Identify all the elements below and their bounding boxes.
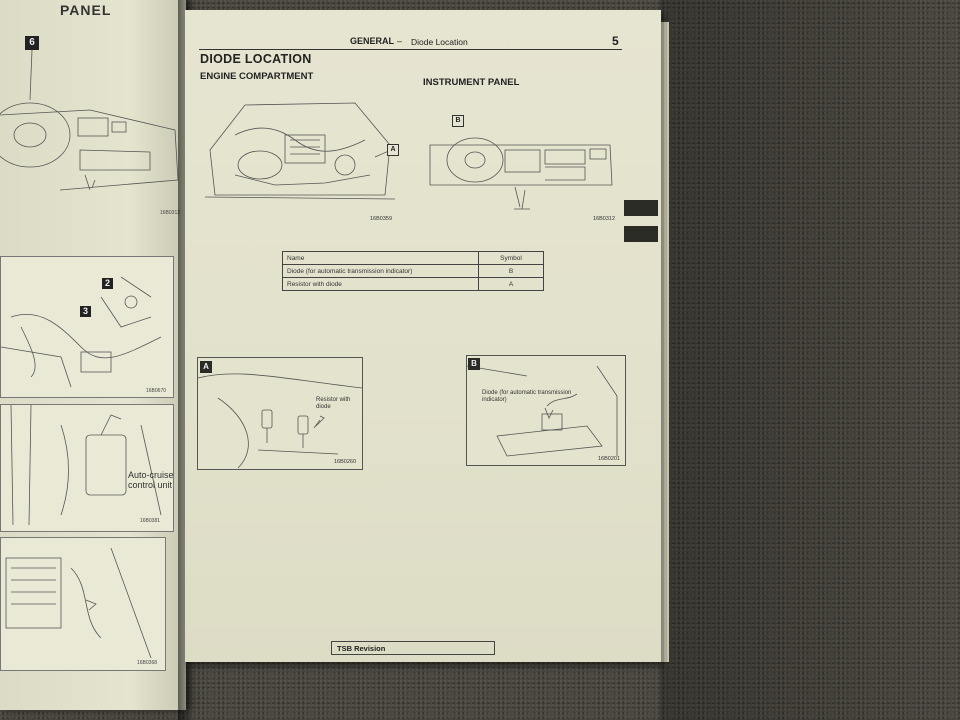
left-figure-bottom — [0, 537, 166, 671]
cruise-unit-label: Auto-cruise control unit — [128, 470, 174, 490]
table-row: Diode (for automatic transmission indica… — [282, 264, 544, 278]
detail-a-figure — [197, 357, 363, 470]
table-header-row: Name Symbol — [282, 251, 544, 265]
dashboard-illustration — [0, 49, 179, 191]
left-page-title: PANEL — [60, 2, 112, 18]
table-cell-name: Diode (for automatic transmission indica… — [282, 264, 479, 278]
engine-compartment-illustration — [204, 102, 396, 200]
table-row: Resistor with diode A — [282, 277, 544, 291]
table-cell-symbol: B — [478, 264, 544, 278]
engine-callout-a: A — [387, 144, 399, 156]
panel-callout-b: B — [452, 115, 464, 127]
engine-compartment-heading: ENGINE COMPARTMENT — [200, 71, 314, 82]
left-callout-6: 6 — [25, 36, 39, 50]
page-title: DIODE LOCATION — [200, 52, 312, 66]
left-callout-2: 2 — [102, 278, 113, 289]
left-fig-code-4: 16B0368 — [137, 660, 158, 666]
table-cell-name: Resistor with diode — [282, 277, 479, 291]
header-rule — [199, 49, 622, 50]
detail-b-tag: B — [468, 358, 480, 370]
table-header-symbol: Symbol — [478, 251, 544, 265]
section-tab-1 — [624, 200, 658, 216]
left-figure-wiring — [0, 256, 174, 398]
header-section: GENERAL — [350, 36, 395, 46]
left-callout-3b: 3 — [80, 306, 91, 317]
detail-a-tag: A — [200, 361, 212, 373]
section-tab-2 — [624, 226, 658, 242]
instrument-panel-illustration — [429, 137, 613, 210]
right-page — [185, 10, 661, 662]
detail-a-note: Resistor with diode — [316, 397, 351, 410]
instrument-panel-heading: INSTRUMENT PANEL — [423, 77, 520, 88]
header-subsection: Diode Location — [411, 37, 468, 47]
left-figure-cruise-unit — [0, 404, 174, 532]
left-fig-code-3: 16B0381 — [140, 518, 161, 524]
engine-figure-code: 16B0359 — [370, 216, 393, 222]
table-cell-symbol: A — [478, 277, 544, 291]
diode-table: Name Symbol Diode (for automatic transmi… — [282, 251, 544, 291]
header-separator: – — [397, 36, 403, 46]
carpet-background — [660, 0, 960, 720]
detail-b-code: 16B0201 — [598, 456, 621, 462]
panel-figure-code: 16B0312 — [593, 216, 616, 222]
table-header-name: Name — [282, 251, 479, 265]
detail-a-code: 16B0260 — [334, 459, 357, 465]
tsb-revision-box: TSB Revision — [331, 641, 495, 655]
left-fig-code-1: 16B0312 — [160, 210, 181, 216]
detail-b-figure — [466, 355, 626, 466]
left-page: PANEL 6 16B0312 3 2 3 16B0670 — [0, 0, 186, 710]
left-fig-code-2: 16B0670 — [146, 388, 167, 394]
detail-b-note: Diode (for automatic transmission indica… — [482, 390, 572, 403]
page-number: 5 — [612, 34, 619, 48]
